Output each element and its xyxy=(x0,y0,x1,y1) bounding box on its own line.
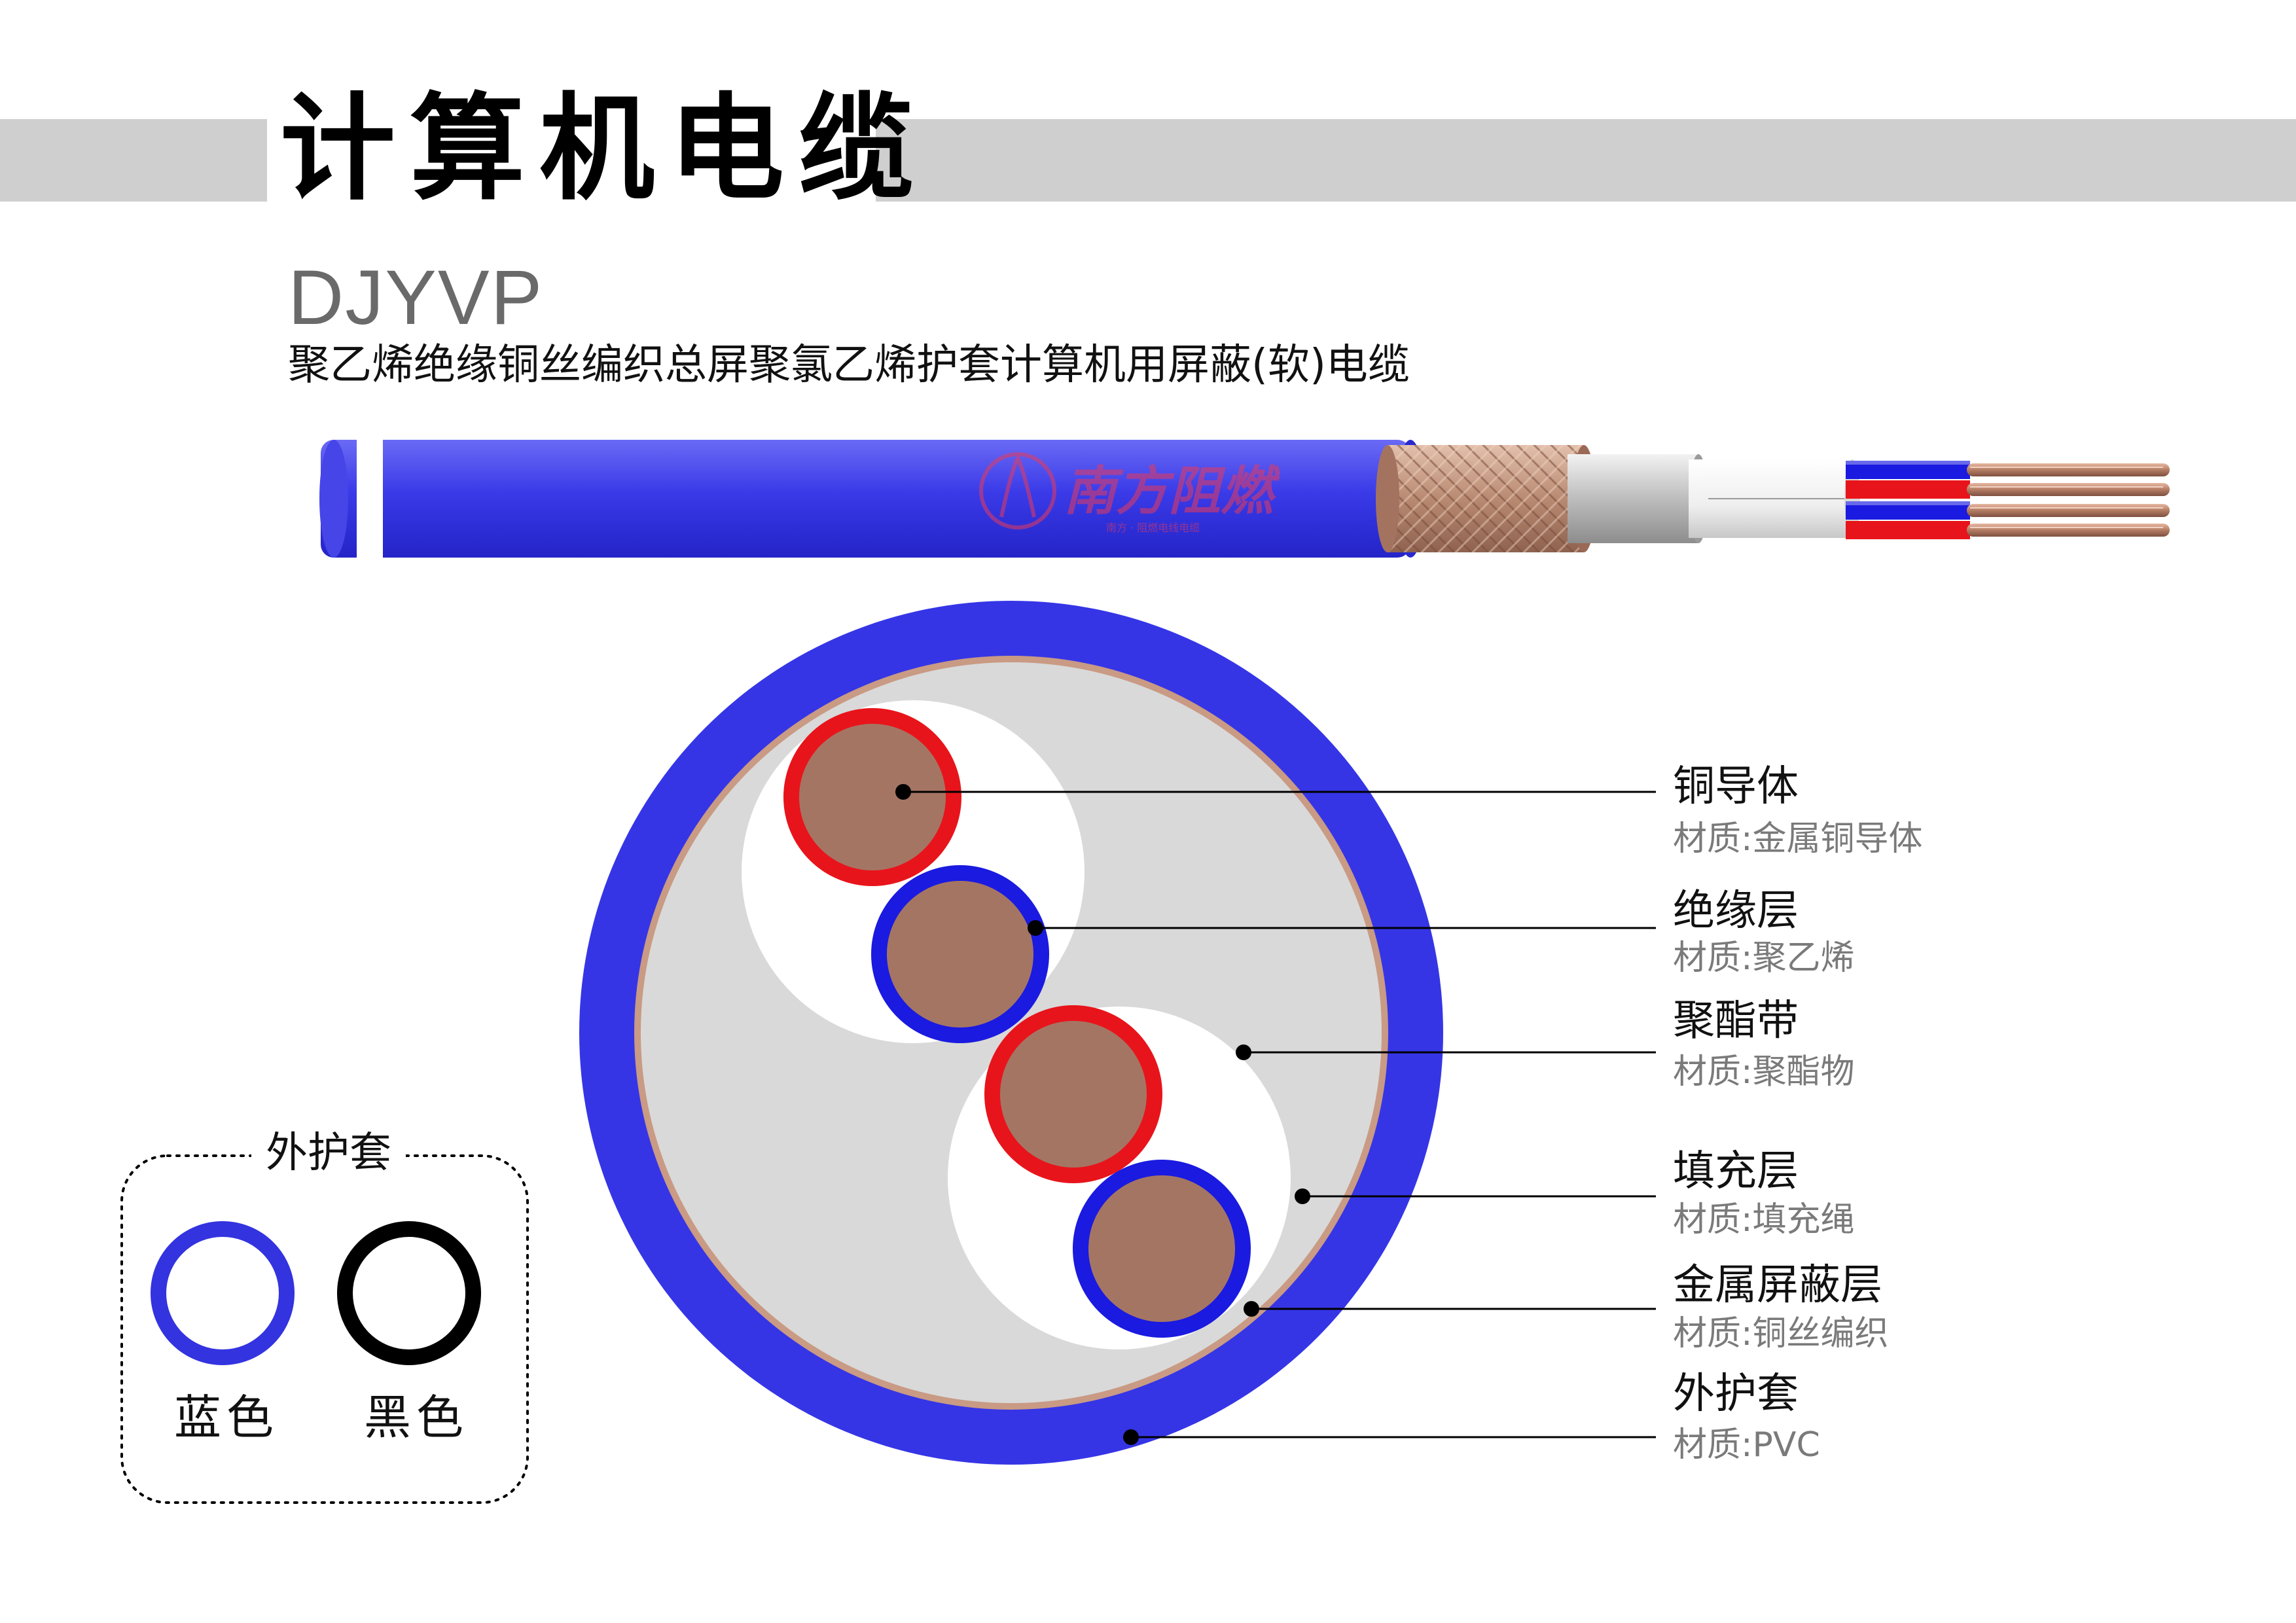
legend-title: 外护套 xyxy=(251,1127,406,1179)
braid-shield-side xyxy=(1376,445,1596,552)
material-copper-conductor: 材质:金属铜导体 xyxy=(1673,819,1923,859)
legend-swatch-blue xyxy=(151,1221,295,1365)
title-background xyxy=(267,92,876,209)
material-metal-shield: 材质:铜丝编织 xyxy=(1673,1314,1889,1353)
jacket-stripe xyxy=(357,440,383,558)
label-outer-jacket: 外护套 xyxy=(1673,1370,1799,1418)
jacket-side xyxy=(321,440,1410,558)
label-filler: 填充层 xyxy=(1673,1147,1799,1196)
model-code: DJYVP xyxy=(288,255,544,341)
material-outer-jacket: 材质:PVC xyxy=(1673,1425,1820,1465)
label-insulation: 绝缘层 xyxy=(1673,887,1799,935)
cable-side-view: 南方阻燃 南方 · 阻燃电线电缆 xyxy=(319,440,2170,558)
page-title: 计算机电缆 xyxy=(280,82,929,216)
label-polyester-tape: 聚酯带 xyxy=(1673,997,1799,1045)
legend-swatch-black xyxy=(337,1221,481,1365)
watermark-text: 南方阻燃 xyxy=(1064,461,1280,522)
label-copper-conductor: 铜导体 xyxy=(1673,762,1799,811)
material-polyester-tape: 材质:聚酯物 xyxy=(1673,1052,1855,1092)
product-description: 聚乙烯绝缘铜丝编织总屏聚氯乙烯护套计算机用屏蔽(软)电缆 xyxy=(288,341,1410,389)
brand-watermark: 南方阻燃 南方 · 阻燃电线电缆 xyxy=(979,452,1280,534)
jacket-color-legend xyxy=(120,1154,529,1504)
insulated-cores-side xyxy=(1846,461,1970,539)
legend-label-black: 黑色 xyxy=(364,1390,469,1445)
material-filler: 材质:填充绳 xyxy=(1673,1200,1855,1240)
copper-strands-side xyxy=(1967,463,2170,537)
legend-label-blue: 蓝色 xyxy=(174,1390,279,1445)
inner-sheath-side xyxy=(1568,454,1698,543)
material-insulation: 材质:聚乙烯 xyxy=(1673,938,1855,978)
cable-cross-section xyxy=(579,601,1443,1465)
leader-dots xyxy=(895,784,1310,1445)
label-metal-shield: 金属屏蔽层 xyxy=(1673,1261,1882,1310)
leader-lines xyxy=(903,791,1656,1438)
watermark-subtext: 南方 · 阻燃电线电缆 xyxy=(1106,522,1200,534)
